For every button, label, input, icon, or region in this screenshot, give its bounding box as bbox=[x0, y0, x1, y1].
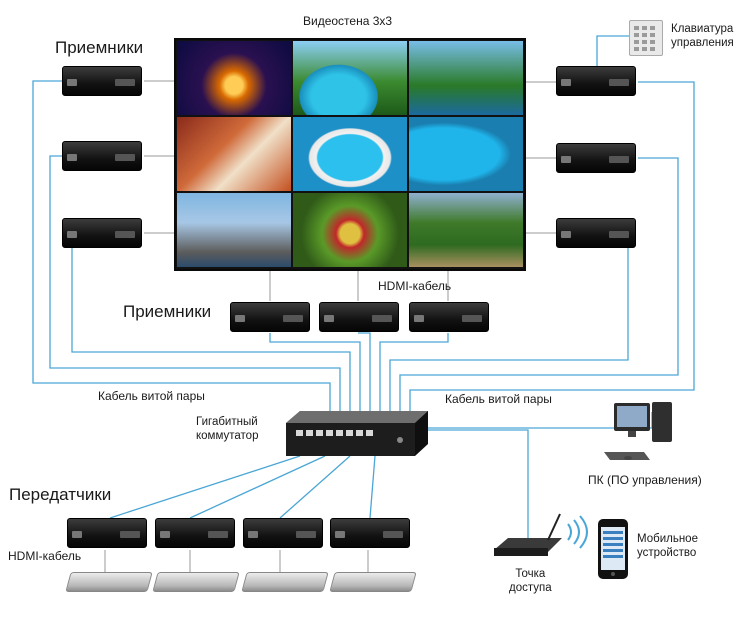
access-point-label: Точка доступа bbox=[509, 567, 552, 595]
video-wall bbox=[174, 38, 526, 271]
mobile-label-line2: устройство bbox=[637, 547, 697, 559]
pool-aerial-icon bbox=[409, 117, 523, 191]
hdmi-cable-bottom-label: HDMI-кабель bbox=[8, 549, 82, 563]
access-point-label-line1: Точка bbox=[515, 568, 546, 580]
running-athletes-icon bbox=[177, 117, 291, 191]
cable-tx2 bbox=[189, 455, 326, 519]
mobile-label-line1: Мобильное bbox=[637, 533, 698, 545]
hdmi-source-3 bbox=[241, 572, 329, 592]
cable-left-rx2 bbox=[49, 155, 341, 411]
cable-mid-rx1 bbox=[269, 333, 361, 411]
receiver-left-3 bbox=[62, 218, 142, 248]
mobile-device-icon bbox=[598, 519, 628, 579]
hdmi-cable-top-label: HDMI-кабель bbox=[378, 279, 452, 293]
pc-label: ПК (ПО управления) bbox=[588, 473, 702, 487]
cable-tx3 bbox=[279, 455, 351, 519]
pool-aerial-icon bbox=[293, 117, 407, 191]
hdmi-source-1 bbox=[65, 572, 153, 592]
twisted-pair-left-label: Кабель витой пары bbox=[98, 389, 205, 403]
topiary-garden-icon bbox=[409, 193, 523, 267]
pool-palms-icon bbox=[409, 41, 523, 115]
receiver-right-2 bbox=[556, 143, 636, 173]
cable-mid-rx3 bbox=[379, 333, 449, 411]
receiver-left-1 bbox=[62, 66, 142, 96]
cable-right-rx1 bbox=[409, 81, 695, 411]
transmitter-4 bbox=[330, 518, 410, 548]
city-night-icon bbox=[177, 41, 291, 115]
cable-mid-rx2 bbox=[358, 332, 371, 411]
cable-left-rx1 bbox=[32, 80, 331, 411]
transmitter-1 bbox=[67, 518, 147, 548]
access-point-label-line2: доступа bbox=[509, 582, 552, 594]
keypad-label-line1: Клавиатура bbox=[671, 23, 734, 35]
cable-ap bbox=[428, 429, 529, 540]
receiver-bottom-3 bbox=[409, 302, 489, 332]
skyscrapers-icon bbox=[177, 193, 291, 267]
transmitter-3 bbox=[243, 518, 323, 548]
receiver-left-2 bbox=[62, 141, 142, 171]
video-wall-title: Видеостена 3x3 bbox=[303, 14, 393, 28]
receiver-bottom-1 bbox=[230, 302, 310, 332]
cable-tx4 bbox=[369, 455, 376, 519]
receiver-bottom-2 bbox=[319, 302, 399, 332]
pc-icon bbox=[604, 402, 672, 460]
cable-tx1 bbox=[109, 455, 301, 519]
cable-left-rx3 bbox=[71, 233, 351, 411]
mobile-label: Мобильное устройство bbox=[637, 532, 698, 560]
keypad-icon bbox=[629, 20, 663, 56]
fruit-basket-icon bbox=[293, 193, 407, 267]
twisted-pair-right-label: Кабель витой пары bbox=[445, 392, 552, 406]
receivers-mid-label: Приемники bbox=[123, 302, 212, 321]
receiver-right-1 bbox=[556, 66, 636, 96]
keypad-label: Клавиатура управления bbox=[671, 22, 734, 50]
receiver-right-3 bbox=[556, 218, 636, 248]
switch-label-line1: Гигабитный bbox=[196, 416, 258, 428]
access-point-icon bbox=[494, 513, 588, 556]
gigabit-switch-icon bbox=[286, 411, 428, 456]
cable-right-rx2 bbox=[399, 157, 679, 411]
transmitters-label: Передатчики bbox=[9, 485, 112, 504]
switch-label-line2: коммутатор bbox=[196, 430, 259, 442]
hdmi-source-2 bbox=[152, 572, 240, 592]
pool-palms-icon bbox=[293, 41, 407, 115]
keypad-label-line2: управления bbox=[671, 37, 734, 49]
receivers-left-label: Приемники bbox=[55, 38, 144, 57]
switch-label: Гигабитный коммутатор bbox=[196, 415, 258, 443]
transmitter-2 bbox=[155, 518, 235, 548]
cable-right-rx3 bbox=[389, 233, 629, 411]
cable-keypad bbox=[596, 35, 629, 66]
hdmi-source-4 bbox=[329, 572, 417, 592]
